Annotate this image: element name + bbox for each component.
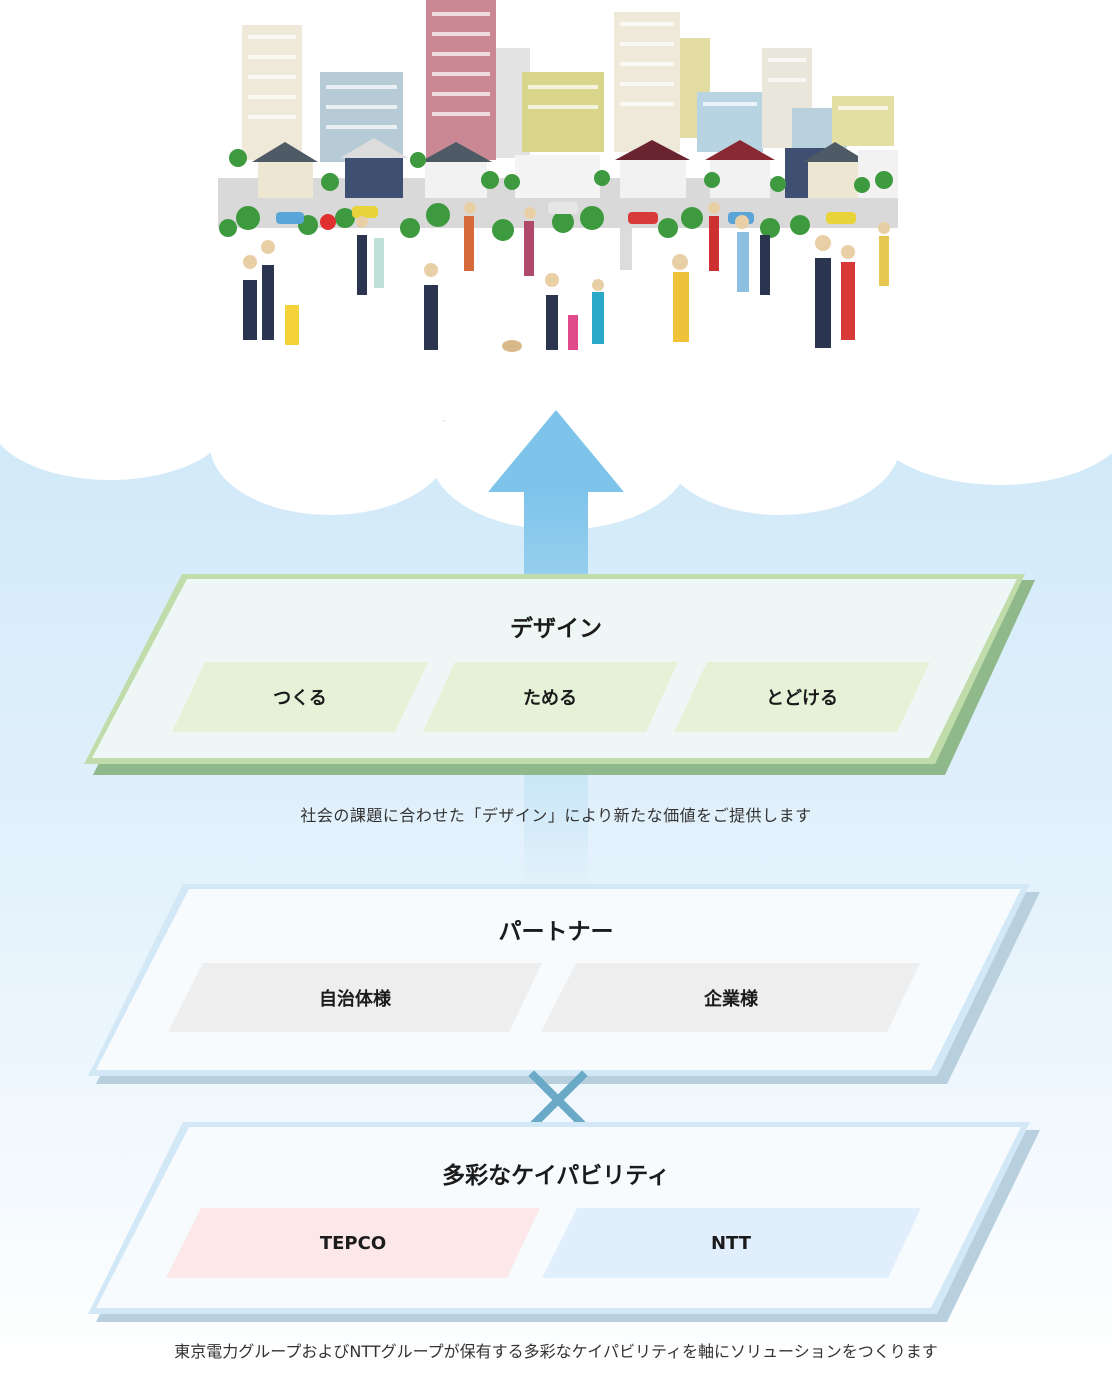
partner-pill-shape-2 [541,963,920,1032]
ntt-pill-shape [542,1208,921,1278]
cross-icon [528,1070,588,1130]
design-item-tameru: ためる [430,662,670,732]
capability-item-ntt: NTT [556,1208,906,1278]
design-layer [84,574,1035,775]
capability-item-label: NTT [710,1232,752,1254]
partner-item-company: 企業様 [556,963,906,1033]
design-item-label: つくる [273,688,327,709]
tepco-pill-shape [166,1208,540,1278]
partner-item-municipality: 自治体様 [180,963,530,1033]
design-pill-shape-2 [423,662,678,732]
partner-layer [88,884,1040,1084]
partner-item-label: 自治体様 [319,989,391,1010]
design-item-label: ためる [523,688,577,709]
capability-item-label: TEPCO [319,1232,387,1254]
capability-caption: 東京電力グループおよびNTTグループが保有する多彩なケイパビリティを軸にソリュー… [174,1342,938,1361]
capability-layer [88,1122,1040,1322]
city-illustration [218,0,898,352]
capability-title: 多彩なケイパビリティ [442,1163,670,1189]
design-pill-shape-1 [172,662,428,732]
design-item-todokeru: とどける [682,662,922,732]
design-item-label: とどける [766,688,838,709]
design-pill-shape-3 [674,662,930,732]
design-title: デザイン [510,616,602,642]
partner-pill-shape-1 [168,963,542,1032]
partner-item-label: 企業様 [704,989,758,1010]
partner-title: パートナー [498,919,614,945]
design-item-tsukuru: つくる [180,662,420,732]
capability-item-tepco: TEPCO [178,1208,528,1278]
design-caption: 社会の課題に合わせた「デザイン」により新たな価値をご提供します [300,806,812,825]
